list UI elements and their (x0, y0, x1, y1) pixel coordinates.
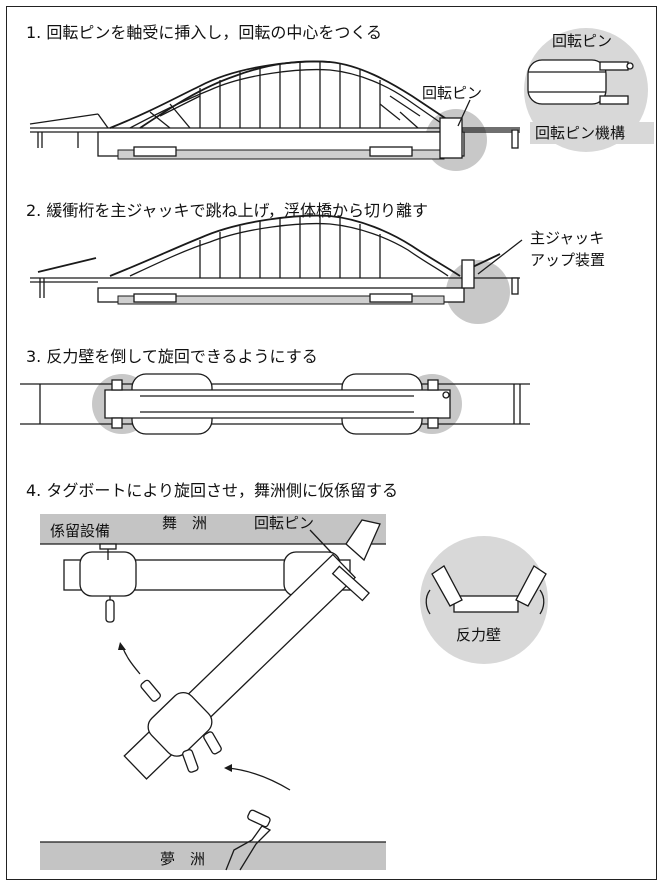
pivot-pin-label: 回転ピン (422, 84, 482, 102)
yumeshima-label: 夢 洲 (160, 850, 205, 868)
tugboat (203, 731, 222, 755)
step-1-pivot-assembly (439, 117, 463, 159)
mooring-label: 係留設備 (50, 522, 110, 540)
pivot-pin-inset-label: 回転ピン (552, 32, 612, 50)
maishima-label: 舞 洲 (162, 514, 207, 532)
reaction-wall-label: 反力壁 (456, 626, 501, 644)
step-3-caption: 3. 反力壁を倒して旋回できるようにする (26, 347, 318, 366)
tugboat (247, 809, 271, 828)
rotating-span (123, 553, 357, 780)
step-3-plan-view (20, 373, 530, 435)
yumeshima-shore (40, 842, 386, 870)
tugboat-arrow (121, 645, 141, 675)
maishima-shore (40, 514, 386, 544)
main-jack-label-2: アップ装置 (530, 251, 605, 269)
main-jack-label-1: 主ジャッキ (530, 229, 604, 247)
step-2-caption: 2. 緩衝桁を主ジャッキで跳ね上げ，浮体橋から切り離す (26, 201, 428, 220)
tugboat (140, 679, 161, 702)
step-2-bridge (30, 214, 520, 305)
step-1-caption: 1. 回転ピンを軸受に挿入し，回転の中心をつくる (26, 23, 382, 42)
pivot-pin-mechanism-label: 回転ピン機構 (535, 124, 625, 142)
rotation-arrow (227, 767, 291, 791)
tugboat (105, 596, 115, 623)
step-4-caption: 4. タグボートにより旋回させ，舞洲側に仮係留する (26, 481, 398, 500)
tugboat (182, 749, 199, 773)
pivot-pin-step4-label: 回転ピン (254, 514, 314, 532)
